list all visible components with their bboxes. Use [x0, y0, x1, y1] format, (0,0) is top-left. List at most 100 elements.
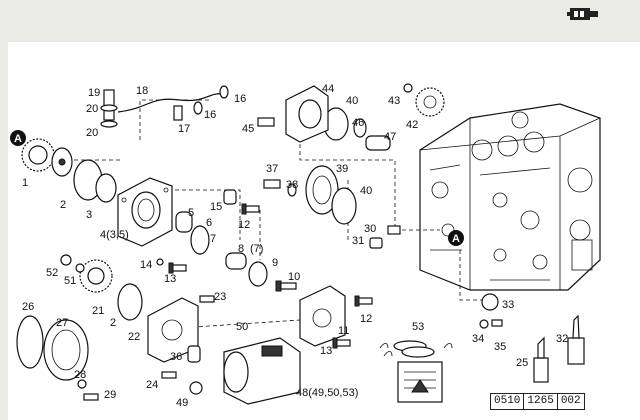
marker-a-right: A	[448, 230, 464, 246]
part-24-bolt	[161, 371, 177, 379]
part-27-cover	[43, 319, 89, 381]
callout-12-b: 12	[360, 313, 372, 325]
callout-13-a: 13	[164, 273, 176, 285]
callout-3: 3	[86, 209, 92, 221]
part-8-sleeve	[225, 252, 247, 270]
callout-40-a: 40	[360, 185, 372, 197]
callout-35: 35	[494, 341, 506, 353]
callout-4: 4(3,5)	[100, 229, 129, 241]
callout-39: 39	[336, 163, 348, 175]
part-38-washer	[287, 183, 297, 197]
part-40-oring-a	[331, 187, 357, 225]
callout-2: 2	[60, 199, 66, 211]
part-32-tube	[567, 314, 585, 365]
part-1-gear	[21, 138, 73, 177]
callout-29: 29	[104, 389, 116, 401]
part-50-pump	[223, 337, 301, 405]
callout-52: 52	[46, 267, 58, 279]
part-34-ring	[479, 319, 489, 329]
callout-labels: 1 2 3 4(3,5) 5 6 7 8 (7) 9 10 11 12 12 1…	[22, 83, 568, 409]
callout-14: 14	[140, 259, 152, 271]
reference-part-2: 1265	[524, 394, 558, 409]
part-14-pin	[156, 258, 164, 266]
callout-50: 50	[236, 321, 248, 333]
callout-34: 34	[472, 333, 484, 345]
part-29-bolt	[83, 393, 99, 401]
part-47-sleeve	[365, 135, 391, 151]
callout-8: 8	[238, 243, 244, 255]
part-9-ring	[248, 261, 268, 287]
callout-44: 44	[322, 83, 334, 95]
callout-8-note: (7)	[250, 243, 263, 255]
callout-16-b: 16	[204, 109, 216, 121]
part-16-washer-a	[193, 101, 203, 115]
callout-37: 37	[266, 163, 278, 175]
part-18-pipe	[100, 85, 229, 128]
marker-a-right-label: A	[452, 233, 460, 245]
book-tab-icon	[567, 8, 598, 20]
part-5-bushing	[175, 211, 193, 233]
part-12-bolts	[241, 203, 373, 307]
callout-25: 25	[516, 357, 528, 369]
callout-38: 38	[286, 179, 298, 191]
callout-15: 15	[210, 201, 222, 213]
part-28-washer	[77, 379, 87, 389]
callout-7: 7	[210, 233, 216, 245]
part-31-plug	[369, 237, 383, 249]
callout-16-a: 16	[234, 93, 246, 105]
part-2-ring-lower	[117, 283, 143, 321]
callout-5: 5	[188, 207, 194, 219]
part-25-tube	[533, 336, 549, 383]
callout-1: 1	[22, 177, 28, 189]
callout-48: 48(49,50,53)	[296, 387, 358, 399]
callout-11: 11	[338, 325, 349, 337]
callout-42: 42	[406, 119, 418, 131]
part-6-ring	[190, 225, 210, 255]
callout-24: 24	[146, 379, 158, 391]
callout-6: 6	[206, 217, 212, 229]
reference-part-1: 0510	[491, 394, 525, 409]
callout-20-b: 20	[86, 127, 98, 139]
callout-23: 23	[214, 291, 226, 303]
callout-20-a: 20	[86, 103, 98, 115]
reference-part-3: 002	[560, 395, 581, 407]
part-33-seal	[481, 293, 499, 311]
callout-51: 51	[64, 275, 76, 287]
callout-27: 27	[56, 317, 68, 329]
part-36-coupling	[187, 345, 201, 363]
callout-18: 18	[136, 85, 148, 97]
part-23-bolt	[199, 295, 215, 303]
part-45-bolt	[257, 117, 275, 127]
part-51-washer	[75, 263, 85, 273]
part-21-gear	[79, 259, 113, 293]
part-13-bolts	[168, 262, 351, 349]
callout-30: 30	[364, 223, 376, 235]
part-17-fitting	[173, 105, 183, 121]
callout-47: 47	[384, 131, 396, 143]
callout-10: 10	[288, 271, 300, 283]
part-44-flange	[285, 85, 329, 143]
part-53-seal-kit	[379, 340, 453, 403]
callout-43: 43	[388, 95, 400, 107]
part-52-nut	[60, 254, 72, 266]
part-42-gear	[415, 87, 445, 117]
callout-2-lower: 2	[110, 317, 116, 329]
part-37-fitting	[263, 179, 281, 189]
part-20-washer-a	[100, 104, 118, 112]
marker-a-left: A	[10, 130, 26, 146]
callout-26: 26	[22, 301, 34, 313]
part-20-washer-b	[100, 120, 118, 128]
part-30-plug	[387, 225, 401, 235]
callout-12-a: 12	[238, 219, 250, 231]
part-15-dowel	[223, 189, 237, 205]
part-16-washer-b	[219, 85, 229, 99]
callout-49: 49	[176, 397, 188, 409]
callout-36: 36	[170, 351, 182, 363]
callout-45: 45	[242, 123, 254, 135]
part-4-housing	[117, 177, 173, 247]
part-35-fitting	[491, 319, 503, 327]
part-3-ring	[95, 173, 117, 203]
part-11-plate	[299, 285, 346, 347]
callout-17: 17	[178, 123, 190, 135]
